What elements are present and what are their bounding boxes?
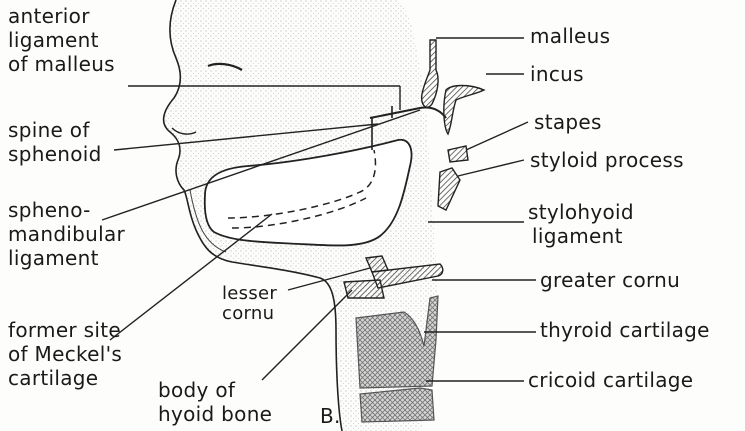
malleus-bone: [422, 40, 438, 107]
label-line: body of: [158, 378, 272, 402]
incus-bone: [444, 86, 484, 135]
label-lesser-cornu: lesser cornu: [222, 284, 277, 324]
label-malleus: malleus: [530, 24, 610, 48]
label-sphenomandibular-ligament: spheno- mandibular ligament: [8, 198, 125, 270]
panel-letter: B.: [320, 404, 341, 428]
label-spine-of-sphenoid: spine of sphenoid: [8, 118, 102, 166]
label-greater-cornu: greater cornu: [540, 268, 680, 292]
label-line: spheno-: [8, 198, 125, 222]
label-line: cartilage: [8, 366, 122, 390]
label-former-site-of-meckels-cartilage: former site of Meckel's cartilage: [8, 318, 122, 390]
styloid-process-bone: [438, 168, 460, 210]
label-line: of malleus: [8, 52, 115, 76]
label-line: stylohyoid: [528, 200, 634, 224]
hyoid-body: [344, 280, 384, 298]
label-line: anterior: [8, 4, 115, 28]
label-anterior-ligament-of-malleus: anterior ligament of malleus: [8, 4, 115, 76]
label-line: former site: [8, 318, 122, 342]
label-line: ligament: [528, 224, 634, 248]
label-line: mandibular: [8, 222, 125, 246]
label-body-of-hyoid-bone: body of hyoid bone: [158, 378, 272, 426]
label-styloid-process: styloid process: [530, 148, 684, 172]
label-line: of Meckel's: [8, 342, 122, 366]
label-incus: incus: [530, 62, 584, 86]
label-thyroid-cartilage: thyroid cartilage: [540, 318, 710, 342]
label-stylohyoid-ligament: stylohyoid ligament: [528, 200, 634, 248]
label-line: cornu: [222, 304, 277, 324]
label-line: hyoid bone: [158, 402, 272, 426]
label-cricoid-cartilage: cricoid cartilage: [528, 368, 693, 392]
label-line: ligament: [8, 28, 115, 52]
label-line: spine of: [8, 118, 102, 142]
label-stapes: stapes: [534, 110, 602, 134]
stapes-bone: [448, 146, 468, 162]
cricoid-cartilage-shape: [360, 388, 434, 422]
label-line: ligament: [8, 246, 125, 270]
label-line: lesser: [222, 284, 277, 304]
label-line: sphenoid: [8, 142, 102, 166]
